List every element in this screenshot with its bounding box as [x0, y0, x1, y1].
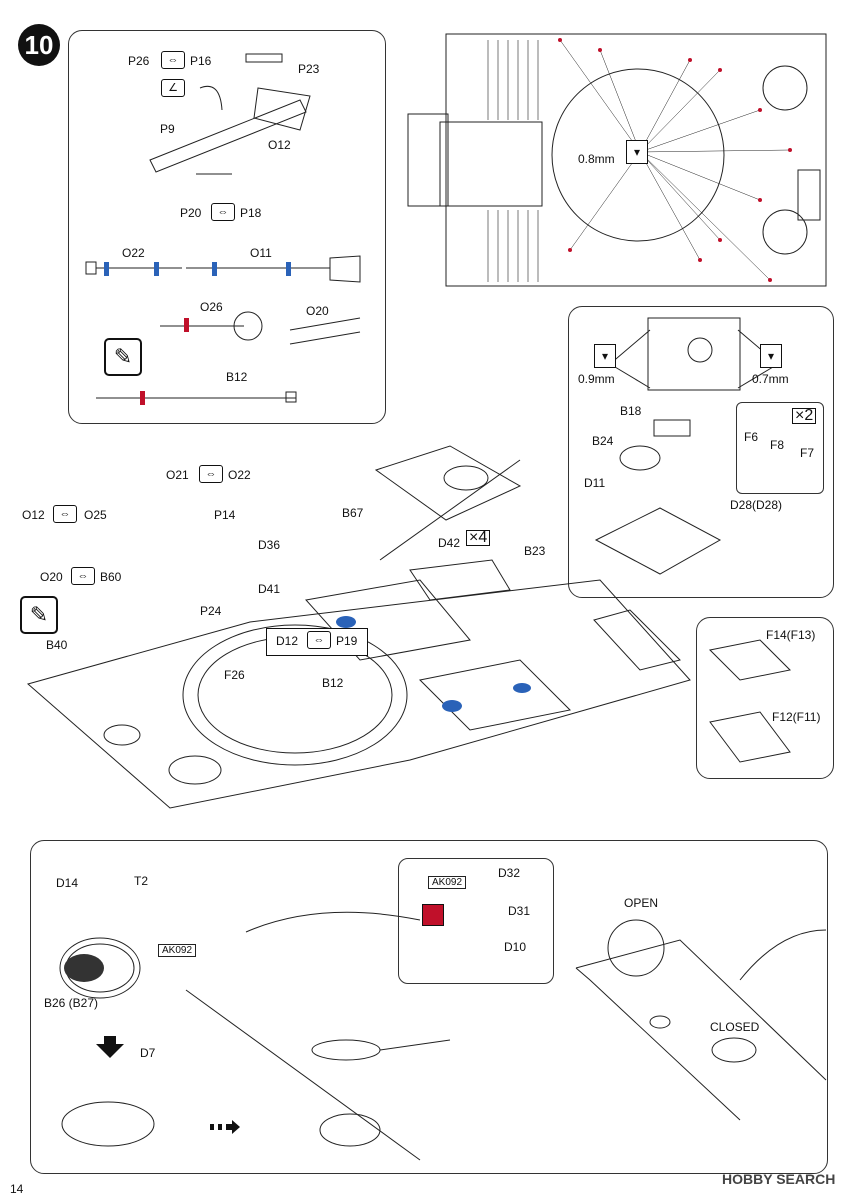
label-b12: B12	[226, 370, 248, 384]
paint-brush-icon: ✎	[20, 596, 58, 634]
fender-detail-panel	[696, 617, 834, 779]
label-f12: F12(F11)	[772, 710, 821, 724]
label-b18: B18	[620, 404, 642, 418]
bend-icon: ∠	[161, 79, 185, 97]
label-b12b: B12	[322, 676, 344, 690]
label-p16: P16	[190, 54, 212, 68]
label-p20: P20	[180, 206, 202, 220]
tools-panel	[68, 30, 386, 424]
swap-icon: ⇔	[199, 465, 223, 483]
label-b23: B23	[524, 544, 546, 558]
paint-brush-icon: ✎	[104, 338, 142, 376]
label-d31: D31	[508, 904, 531, 918]
label-closed: CLOSED	[710, 1020, 760, 1034]
hull-deck-outline	[26, 579, 691, 809]
label-o20: O20	[306, 304, 329, 318]
label-f14: F14(F13)	[766, 628, 816, 642]
label-p19: P19	[336, 634, 358, 648]
page-number: 14	[10, 1182, 24, 1196]
label-p18: P18	[240, 206, 262, 220]
tag-ak092: AK092	[428, 876, 467, 889]
brand-mark: HOBBY SEARCH	[722, 1171, 836, 1187]
label-o22: O22	[122, 246, 145, 260]
label-d41: D41	[258, 582, 281, 596]
label-open: OPEN	[624, 896, 659, 910]
label-o25: O25	[84, 508, 107, 522]
label-o11: O11	[250, 246, 272, 260]
label-d32: D32	[498, 866, 521, 880]
drill-size-08: 0.8mm	[578, 152, 615, 166]
swap-icon: ⇔	[53, 505, 77, 523]
drill-icon: ▾	[760, 344, 782, 368]
label-d12: D12	[276, 634, 299, 648]
label-p14: P14	[214, 508, 236, 522]
label-o12b: O12	[22, 508, 45, 522]
label-b24: B24	[592, 434, 614, 448]
swap-icon: ⇔	[71, 567, 95, 585]
drill-size-09: 0.9mm	[578, 372, 615, 386]
hull-plan-outline	[445, 33, 827, 287]
swap-icon: ⇔	[161, 51, 185, 69]
label-o21: O21	[166, 468, 189, 482]
label-o12: O12	[268, 138, 291, 152]
label-b60: B60	[100, 570, 122, 584]
label-f8: F8	[770, 438, 785, 452]
x2-inset-panel	[736, 402, 824, 494]
label-p23: P23	[298, 62, 320, 76]
label-d14: D14	[56, 876, 79, 890]
label-p24: P24	[200, 604, 222, 618]
label-p9: P9	[160, 122, 175, 136]
label-f7: F7	[800, 446, 815, 460]
label-f6: F6	[744, 430, 759, 444]
no-glue-icon	[422, 904, 444, 926]
step-number: 10	[18, 24, 60, 66]
label-d42-qty: ×4	[466, 530, 491, 546]
label-d42: D42	[438, 536, 461, 550]
label-d11: D11	[584, 476, 606, 490]
label-x2: ×2	[792, 408, 817, 424]
label-o22b: O22	[228, 468, 251, 482]
label-t2: T2	[134, 874, 149, 888]
label-p26: P26	[128, 54, 150, 68]
tag-ak092: AK092	[158, 944, 197, 957]
label-d7: D7	[140, 1046, 156, 1060]
drill-size-07: 0.7mm	[752, 372, 789, 386]
label-d28: D28(D28)	[730, 498, 783, 512]
label-f26: F26	[224, 668, 245, 682]
label-o26: O26	[200, 300, 223, 314]
swap-icon: ⇔	[307, 631, 331, 649]
d12-callout	[266, 628, 368, 656]
swap-icon: ⇔	[211, 203, 235, 221]
label-d36: D36	[258, 538, 281, 552]
label-b40: B40	[46, 638, 68, 652]
label-b67: B67	[342, 506, 364, 520]
drill-icon: ▾	[626, 140, 648, 164]
label-b26: B26 (B27)	[44, 996, 99, 1010]
label-o20b: O20	[40, 570, 63, 584]
drill-icon: ▾	[594, 344, 616, 368]
label-d10: D10	[504, 940, 527, 954]
